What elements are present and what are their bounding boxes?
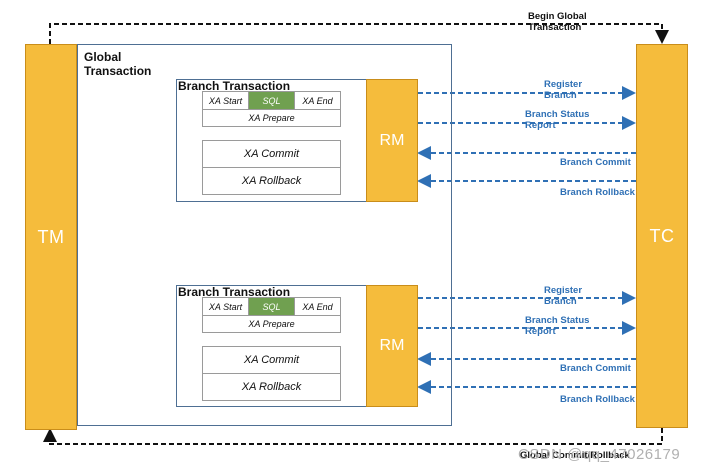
- begin-global-transaction-arrow: [49, 23, 669, 44]
- xa-start-cell-2: XA Start: [203, 298, 249, 315]
- branch-transaction-title-2: Branch Transaction: [178, 285, 291, 299]
- xa-end-cell-1: XA End: [302, 95, 333, 106]
- branch-status-report-label-2: Branch Status Report: [525, 315, 590, 337]
- register-branch-label-1: Register Branch: [544, 79, 583, 101]
- xa-prepare-cell-2: XA Prepare: [202, 315, 341, 333]
- branch-commit-label-2: Branch Commit: [560, 363, 631, 374]
- global-transaction-title: Global Transaction: [84, 50, 152, 78]
- rm-component-1: RM: [366, 79, 418, 202]
- xa-rollback-cell-2: XA Rollback: [202, 373, 341, 401]
- xa-prepare-cell-1: XA Prepare: [202, 109, 341, 127]
- tm-component: TM: [25, 44, 77, 430]
- rm-label-2: RM: [379, 337, 405, 354]
- xa-rollback-cell-1: XA Rollback: [202, 167, 341, 195]
- watermark: CSDN @qq_47026179: [518, 446, 681, 463]
- tc-label: TC: [649, 225, 675, 246]
- sql-cell-1: SQL: [249, 92, 295, 109]
- xa-statement-row-1: XA Start SQL XA End: [202, 91, 341, 110]
- global-transaction-box: [77, 44, 452, 426]
- branch-rollback-label-1: Branch Rollback: [560, 187, 635, 198]
- rm-component-2: RM: [366, 285, 418, 407]
- register-branch-label-2: Register Branch: [544, 285, 583, 307]
- xa-end-cell-2: XA End: [302, 301, 333, 312]
- branch-transaction-title-1: Branch Transaction: [178, 79, 291, 93]
- branch-status-report-label-1: Branch Status Report: [525, 109, 590, 131]
- branch-commit-label-1: Branch Commit: [560, 157, 631, 168]
- xa-start-cell-1: XA Start: [203, 92, 249, 109]
- begin-global-transaction-label: Begin Global Transaction: [528, 11, 587, 33]
- global-commit-rollback-label: Global Commit/Rollback: [520, 450, 630, 461]
- tc-component: TC: [636, 44, 688, 428]
- tm-label: TM: [37, 226, 65, 247]
- rm-label-1: RM: [379, 131, 405, 149]
- sql-cell-2: SQL: [249, 298, 295, 315]
- xa-commit-cell-2: XA Commit: [202, 346, 341, 374]
- xa-statement-row-2: XA Start SQL XA End: [202, 297, 341, 316]
- branch-rollback-label-2: Branch Rollback: [560, 394, 635, 405]
- xa-commit-cell-1: XA Commit: [202, 140, 341, 168]
- global-commit-rollback-arrow: [43, 428, 663, 445]
